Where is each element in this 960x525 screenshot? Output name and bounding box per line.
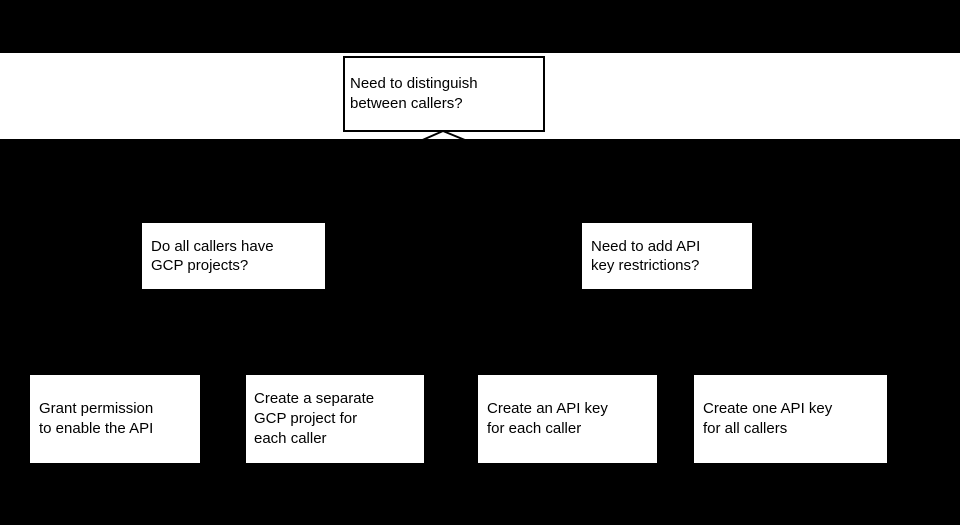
node-outcome-separate-gcp-project-label: Create a separate GCP project for each c…	[254, 390, 375, 447]
node-outcome-one-api-key: Create one API key for all callers	[694, 375, 887, 463]
node-question-api-key-restrictions: Need to add API key restrictions?	[582, 223, 752, 289]
connector-left-branch	[233, 130, 444, 224]
node-outcome-api-key-per-caller: Create an API key for each caller	[478, 375, 657, 463]
connector-right-branch	[442, 130, 668, 224]
node-outcome-separate-gcp-project: Create a separate GCP project for each c…	[246, 375, 424, 463]
node-outcome-grant-permission: Grant permission to enable the API	[30, 375, 200, 463]
node-root-question-label: Need to distinguish between callers?	[350, 75, 478, 112]
node-question-gcp-projects: Do all callers have GCP projects?	[142, 223, 325, 289]
node-question-api-key-restrictions-label: Need to add API key restrictions?	[591, 238, 701, 274]
node-root-question: Need to distinguish between callers?	[343, 56, 545, 132]
node-outcome-grant-permission-label: Grant permission to enable the API	[39, 400, 154, 437]
node-outcome-one-api-key-label: Create one API key for all callers	[703, 400, 833, 437]
node-outcome-api-key-per-caller-label: Create an API key for each caller	[487, 400, 608, 437]
node-question-gcp-projects-label: Do all callers have GCP projects?	[151, 238, 274, 274]
